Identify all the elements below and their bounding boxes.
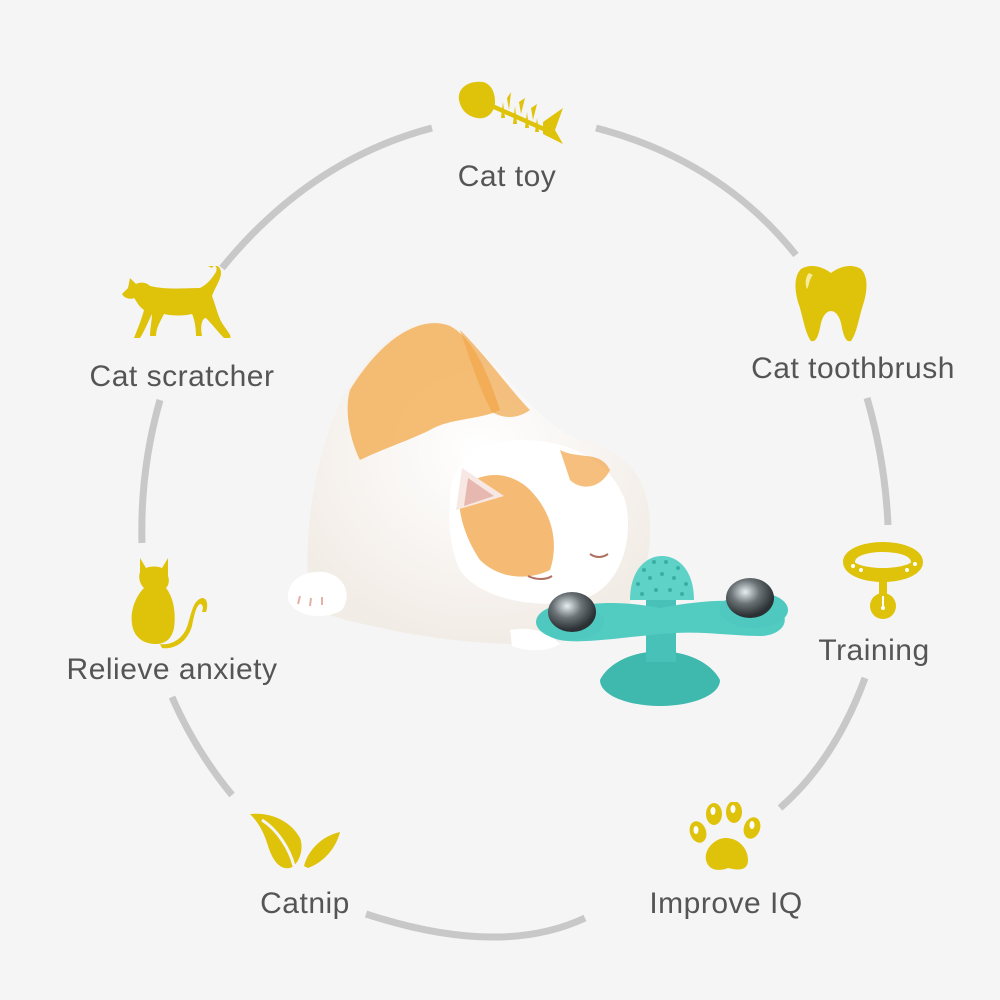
arc-bottom-right <box>777 676 869 811</box>
arc-bottom <box>364 910 587 941</box>
leaf-icon <box>250 813 340 869</box>
feature-label: Cat toothbrush <box>751 352 955 385</box>
tooth-icon <box>795 266 867 342</box>
feature-label: Training <box>818 634 930 667</box>
arc-left <box>138 399 164 544</box>
feature-label: Relieve anxiety <box>66 653 278 686</box>
walking-cat-icon <box>122 266 231 338</box>
arc-bottom-left <box>168 695 235 798</box>
fish-bone-icon <box>458 81 563 144</box>
feature-label: Cat toy <box>457 160 557 193</box>
feature-label: Catnip <box>260 887 350 920</box>
paw-icon <box>689 802 761 870</box>
feature-label: Cat scratcher <box>89 360 275 393</box>
kitten <box>287 322 650 651</box>
collar-icon <box>843 542 923 619</box>
kitten-toy-photo <box>287 322 788 706</box>
windmill-spinner-toy <box>536 556 788 706</box>
feature-label: Improve IQ <box>649 887 803 920</box>
arc-right <box>863 397 892 526</box>
sitting-cat-icon <box>131 558 208 649</box>
arc-top-left <box>219 124 433 271</box>
arc-top-right <box>595 124 799 258</box>
